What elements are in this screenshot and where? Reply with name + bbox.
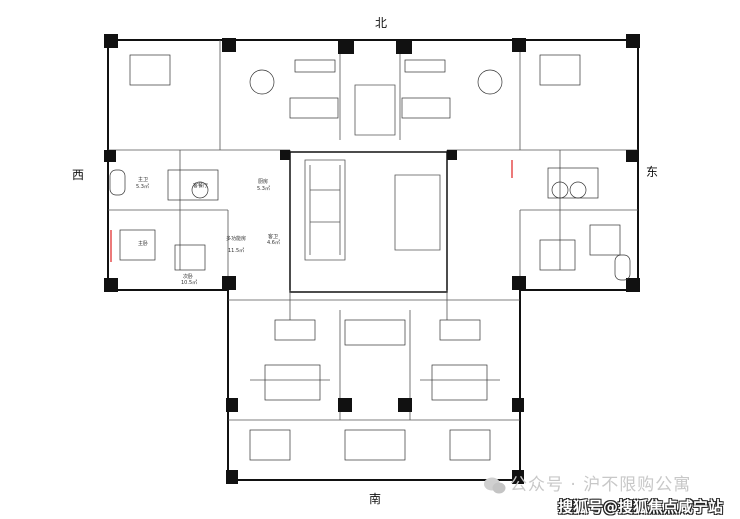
label-living: 客餐厅	[193, 182, 208, 189]
label-master-bath-area: 5.3㎡	[136, 183, 149, 190]
room-labels: 主卫 5.3㎡ 客餐厅 厨房 5.3㎡ 主卧 次卧 10.5㎡ 多功能房 11.…	[136, 176, 280, 286]
label-guest-bath-area: 4.6㎡	[267, 239, 280, 246]
compass-north: 北	[375, 16, 388, 30]
outer-walls	[107, 39, 639, 481]
label-second-bedroom: 次卧	[183, 273, 193, 280]
label-multi-room-area: 11.5㎡	[228, 247, 244, 254]
watermark-source: 搜狐号@搜狐焦点咸宁站	[558, 498, 724, 516]
label-kitchen-area: 5.3㎡	[257, 185, 270, 192]
label-second-bedroom-area: 10.5㎡	[181, 279, 197, 286]
label-multi-room: 多功能房	[226, 235, 246, 242]
structural-columns	[104, 34, 640, 484]
label-master-bedroom: 主卧	[138, 240, 148, 247]
furniture	[109, 54, 631, 461]
compass-west: 西	[72, 168, 85, 182]
interior-walls	[108, 40, 638, 421]
label-master-bath: 主卫	[138, 176, 148, 183]
compass-east: 东	[646, 165, 659, 179]
label-guest-bath: 客卫	[268, 233, 278, 240]
compass-south: 南	[369, 492, 382, 506]
wechat-icon	[484, 477, 506, 494]
watermark-account: 公众号 · 沪不限购公寓	[510, 475, 692, 495]
label-kitchen: 厨房	[258, 178, 268, 185]
accent-marks	[110, 160, 513, 262]
